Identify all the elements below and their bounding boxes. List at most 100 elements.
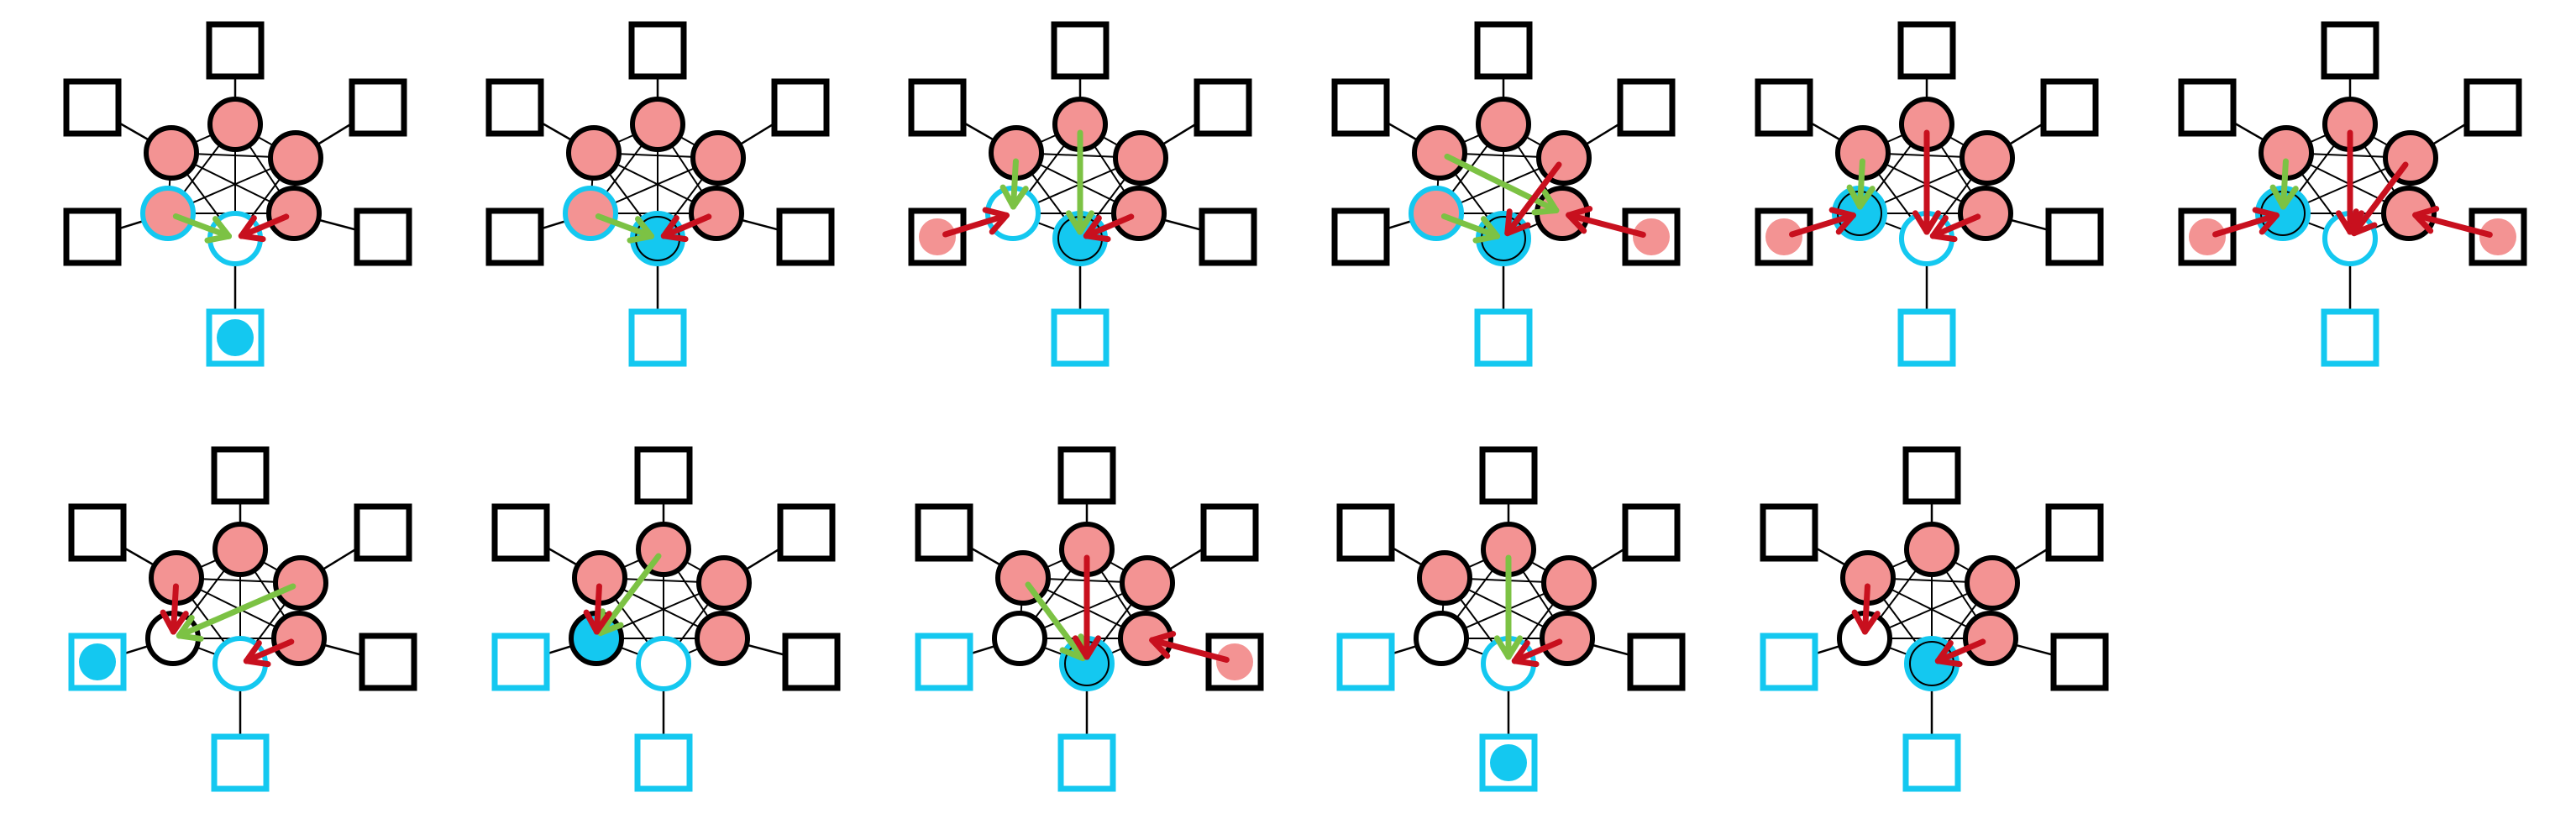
green-arrow-head xyxy=(1493,635,1512,660)
green-arrow-head xyxy=(627,233,655,244)
red-arrow-head xyxy=(1511,640,1530,664)
ring-node xyxy=(566,125,622,181)
ring-node xyxy=(1476,97,1531,152)
red-arrow xyxy=(660,213,712,239)
peripheral-box xyxy=(1897,21,1956,80)
red-arrow-head xyxy=(1504,208,1513,237)
green-arrow-head xyxy=(176,615,195,639)
peripheral-box xyxy=(1902,446,1961,505)
red-arrow xyxy=(1789,212,1856,238)
peripheral-box xyxy=(908,78,967,137)
green-arrow-head xyxy=(597,622,624,637)
ring-node xyxy=(636,522,691,577)
ring-node xyxy=(563,186,618,241)
green-arrow-head xyxy=(1481,216,1501,239)
peripheral-box xyxy=(2045,503,2104,562)
red-arrow xyxy=(170,583,179,635)
peripheral-box xyxy=(1051,21,1110,80)
peripheral-box xyxy=(1760,503,1818,562)
red-arrow-head xyxy=(583,609,600,635)
peripheral-box xyxy=(2463,78,2522,137)
ring-node xyxy=(1963,611,2018,666)
diagram-panel-1 xyxy=(63,21,412,367)
red-arrow-head xyxy=(238,215,257,239)
green-arrow xyxy=(2280,158,2289,210)
red-arrow-head xyxy=(1083,635,1102,660)
peripheral-box xyxy=(485,78,544,137)
peripheral-box xyxy=(1902,733,1961,792)
green-arrow-head xyxy=(999,184,1016,210)
peripheral-box xyxy=(1897,308,1956,367)
diagram-panel-3 xyxy=(908,21,1257,367)
ring-node xyxy=(1120,555,1175,611)
ring-node xyxy=(1417,550,1472,606)
red-arrow-head xyxy=(982,207,1010,218)
peripheral-box xyxy=(2050,633,2109,691)
peripheral-box xyxy=(63,207,122,266)
ring-node xyxy=(636,636,691,691)
peripheral-box xyxy=(1474,308,1533,367)
ring-node xyxy=(1541,555,1597,611)
peripheral-box xyxy=(349,78,407,137)
red-arrow-head xyxy=(2252,207,2280,218)
red-arrow xyxy=(1861,583,1870,635)
green-arrow-head xyxy=(1065,210,1083,235)
red-arrow xyxy=(1083,213,1135,239)
green-arrow-head xyxy=(635,216,655,239)
green-arrow-head xyxy=(1856,186,1876,210)
peripheral-box xyxy=(628,21,687,80)
red-arrow-head xyxy=(2335,210,2353,235)
red-arrow-head xyxy=(660,215,679,239)
red-arrow-head xyxy=(1929,233,1958,243)
red-arrow-head xyxy=(243,658,271,668)
green-arrow-head xyxy=(1846,184,1863,210)
red-arrow-head xyxy=(989,212,1010,235)
green-arrow xyxy=(595,213,655,239)
peripheral-box xyxy=(359,633,417,691)
green-arrow xyxy=(1025,581,1086,662)
red-arrow xyxy=(2212,212,2280,238)
red-arrow-head xyxy=(170,611,189,635)
red-arrow-head xyxy=(1828,207,1856,218)
red-arrow-head xyxy=(1149,637,1171,659)
red-arrow-head xyxy=(2351,208,2359,237)
green-arrow-head xyxy=(204,233,233,244)
red-arrow-head xyxy=(1511,658,1540,668)
peripheral-box xyxy=(2040,78,2099,137)
ring-node xyxy=(1412,125,1467,181)
red-arrow xyxy=(2351,161,2409,237)
peripheral-box xyxy=(491,503,550,562)
ring-node xyxy=(1111,186,1167,241)
box-token-highlight xyxy=(1490,744,1527,781)
box-token-highlight xyxy=(79,643,116,680)
ring-node xyxy=(144,125,199,181)
red-arrow-head xyxy=(2259,212,2280,235)
red-arrow-head xyxy=(2351,222,2378,237)
ring-node xyxy=(1965,555,2020,611)
ring-node xyxy=(1113,130,1168,186)
ring-node xyxy=(696,555,752,611)
peripheral-box xyxy=(1755,78,1813,137)
ring-node xyxy=(690,130,746,186)
red-arrow xyxy=(942,212,1010,238)
peripheral-box xyxy=(211,733,270,792)
peripheral-box xyxy=(354,207,412,266)
red-arrow xyxy=(1934,638,1986,664)
red-arrow xyxy=(243,638,295,664)
green-arrow-head xyxy=(212,216,233,239)
ring-node xyxy=(2383,130,2438,186)
peripheral-box xyxy=(782,633,841,691)
peripheral-box xyxy=(211,446,270,505)
peripheral-box xyxy=(1194,78,1252,137)
green-arrow xyxy=(597,553,662,637)
box-token xyxy=(2189,218,2226,255)
red-arrow-head xyxy=(1072,635,1090,660)
green-arrow-head xyxy=(1472,233,1501,244)
green-arrow-head xyxy=(1010,186,1029,210)
peripheral-box xyxy=(771,78,830,137)
peripheral-box xyxy=(1336,633,1395,691)
red-arrow-head xyxy=(1851,609,1868,635)
red-arrow-head xyxy=(1566,206,1593,218)
diagram-panel-9 xyxy=(915,446,1264,792)
peripheral-box xyxy=(1057,733,1116,792)
